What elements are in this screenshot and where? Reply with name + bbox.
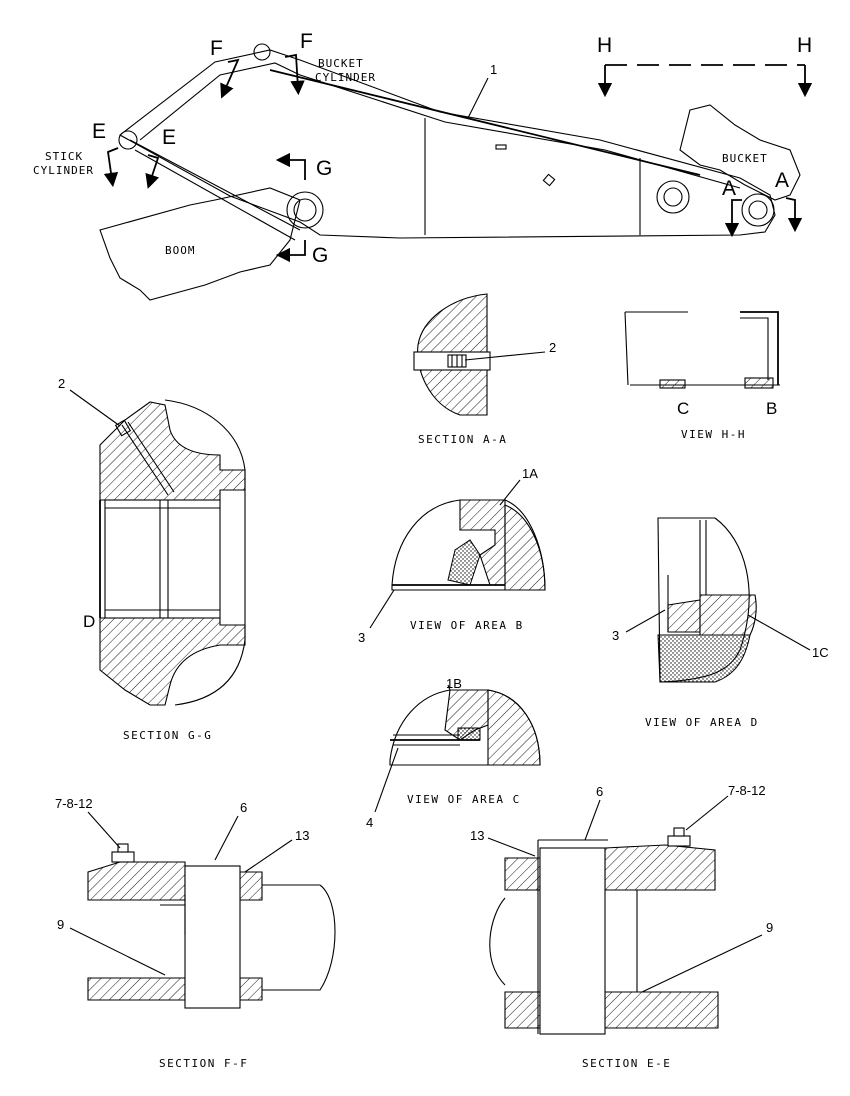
section-mark-h-left: H bbox=[597, 34, 612, 57]
label-part-7-8-12-section-e: 7-8-12 bbox=[728, 783, 766, 798]
view-area-c: 1B 4 VIEW OF AREA C bbox=[366, 676, 541, 830]
boom-outline bbox=[99, 187, 301, 301]
label-bucket-cylinder-line2: CYLINDER bbox=[315, 71, 376, 84]
view-area-d: 3 1C VIEW OF AREA D bbox=[612, 517, 829, 729]
section-mark-h-right: H bbox=[797, 34, 812, 57]
section-mark-e-left: E bbox=[92, 120, 106, 143]
stick-body bbox=[119, 49, 776, 239]
label-part-2-section-a: 2 bbox=[549, 340, 556, 355]
view-h-h: C B VIEW H-H bbox=[624, 311, 780, 441]
section-mark-f-left: F bbox=[210, 37, 223, 60]
section-mark-g-top: G bbox=[316, 157, 332, 180]
caption-view-area-b: VIEW OF AREA B bbox=[410, 619, 524, 632]
label-part-2-section-g: 2 bbox=[58, 376, 65, 391]
caption-section-g-g: SECTION G-G bbox=[123, 729, 212, 742]
caption-view-h-h: VIEW H-H bbox=[681, 428, 746, 441]
section-e-e-view: 7-8-12 6 13 9 SECTION E-E bbox=[470, 783, 773, 1070]
section-mark-g-bottom: G bbox=[312, 244, 328, 267]
label-part-3-area-b: 3 bbox=[358, 630, 365, 645]
label-part-1: 1 bbox=[490, 62, 497, 77]
label-stick-cylinder-line2: CYLINDER bbox=[33, 164, 94, 177]
section-mark-a-right: A bbox=[775, 169, 789, 192]
section-a-a-view: 2 SECTION A-A bbox=[413, 293, 556, 446]
label-bucket-cylinder-line1: BUCKET bbox=[318, 57, 364, 70]
label-part-6-section-e: 6 bbox=[596, 784, 603, 799]
label-part-13-section-e: 13 bbox=[470, 828, 484, 843]
caption-section-a-a: SECTION A-A bbox=[418, 433, 507, 446]
label-part-9-section-e: 9 bbox=[766, 920, 773, 935]
label-bucket: BUCKET bbox=[722, 152, 768, 165]
caption-view-area-d: VIEW OF AREA D bbox=[645, 716, 759, 729]
label-part-13-section-f: 13 bbox=[295, 828, 309, 843]
label-letter-b: B bbox=[766, 399, 777, 418]
section-g-g-view: 2 D SECTION G-G bbox=[58, 376, 246, 742]
section-mark-e-right: E bbox=[162, 126, 176, 149]
label-part-1a: 1A bbox=[522, 466, 538, 481]
label-letter-d: D bbox=[83, 612, 95, 631]
label-part-7-8-12-section-f: 7-8-12 bbox=[55, 796, 93, 811]
section-mark-a-left: A bbox=[722, 177, 736, 200]
label-part-3-area-d: 3 bbox=[612, 628, 619, 643]
caption-section-e-e: SECTION E-E bbox=[582, 1057, 671, 1070]
label-part-1c: 1C bbox=[812, 645, 829, 660]
label-part-4: 4 bbox=[366, 815, 373, 830]
section-f-f-view: 7-8-12 6 13 9 SECTION F-F bbox=[55, 796, 336, 1070]
label-boom: BOOM bbox=[165, 244, 196, 257]
view-area-b: 1A 3 VIEW OF AREA B bbox=[358, 466, 546, 645]
label-letter-c: C bbox=[677, 399, 689, 418]
bucket-outline bbox=[679, 104, 801, 201]
section-mark-f-right: F bbox=[300, 30, 313, 53]
label-part-6-section-f: 6 bbox=[240, 800, 247, 815]
label-part-1b: 1B bbox=[446, 676, 462, 691]
caption-view-area-c: VIEW OF AREA C bbox=[407, 793, 521, 806]
stick-body-inner bbox=[139, 62, 741, 189]
caption-section-f-f: SECTION F-F bbox=[159, 1057, 248, 1070]
label-part-9-section-f: 9 bbox=[57, 917, 64, 932]
stick-assembly-view: 1 BUCKET CYLINDER STICK CYLINDER BUCKET … bbox=[33, 30, 813, 301]
label-stick-cylinder-line1: STICK bbox=[45, 150, 83, 163]
